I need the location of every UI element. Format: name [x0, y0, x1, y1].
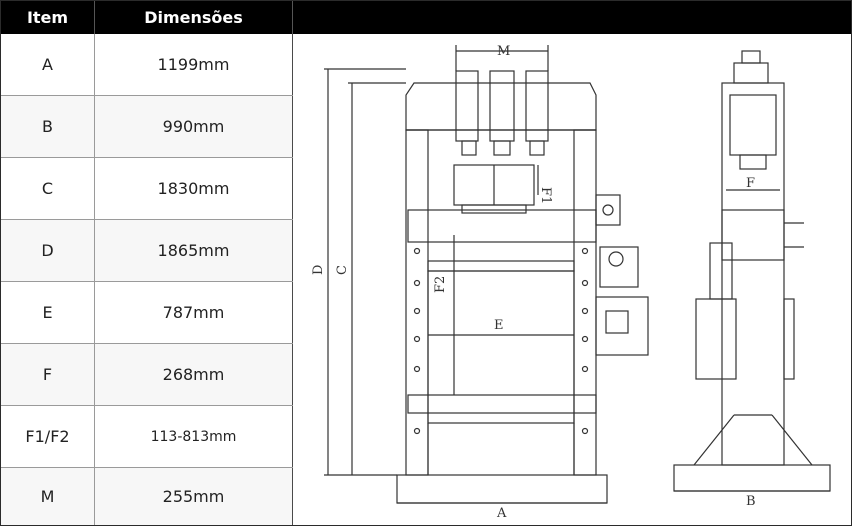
side-base — [673, 464, 831, 492]
row-value: 1199mm — [95, 34, 293, 95]
table-row: M 255mm — [1, 468, 293, 525]
table-row: D 1865mm — [1, 220, 293, 282]
row-value: 787mm — [95, 282, 293, 343]
row-value: 113-813mm — [95, 406, 293, 467]
row-value: 1865mm — [95, 220, 293, 281]
row-value: 990mm — [95, 96, 293, 157]
table-row: B 990mm — [1, 96, 293, 158]
table-row: F1/F2 113-813mm — [1, 406, 293, 468]
base-plate — [396, 474, 608, 504]
label-f1: F1 — [538, 187, 553, 204]
left-column — [405, 129, 429, 476]
label-f: F — [746, 176, 755, 191]
table-row: E 787mm — [1, 282, 293, 344]
label-e: E — [494, 318, 504, 333]
header-item: Item — [1, 1, 95, 34]
upper-crossbeam — [407, 209, 597, 243]
press-technical-drawing: M F1 F2 E D C A F B — [311, 44, 831, 521]
table-row: A 1199mm — [1, 34, 293, 96]
row-item: B — [1, 96, 95, 157]
label-f2: F2 — [433, 276, 448, 293]
label-m: M — [497, 44, 510, 59]
header-dimensions: Dimensões — [95, 1, 293, 34]
side-frame — [721, 82, 785, 466]
table-beam — [407, 394, 597, 414]
right-column — [573, 129, 597, 476]
table-row: F 268mm — [1, 344, 293, 406]
label-c: C — [335, 265, 350, 275]
header-blank — [293, 1, 851, 34]
row-item: A — [1, 34, 95, 95]
row-value: 255mm — [95, 468, 293, 525]
top-head — [405, 82, 597, 131]
row-item: E — [1, 282, 95, 343]
row-value: 268mm — [95, 344, 293, 405]
label-d: D — [311, 265, 326, 275]
row-item: F — [1, 344, 95, 405]
row-item: M — [1, 468, 95, 525]
row-item: C — [1, 158, 95, 219]
table-row: C 1830mm — [1, 158, 293, 220]
label-b: B — [746, 494, 756, 509]
row-item: D — [1, 220, 95, 281]
row-value: 1830mm — [95, 158, 293, 219]
label-a: A — [496, 506, 507, 521]
row-item: F1/F2 — [1, 406, 95, 467]
